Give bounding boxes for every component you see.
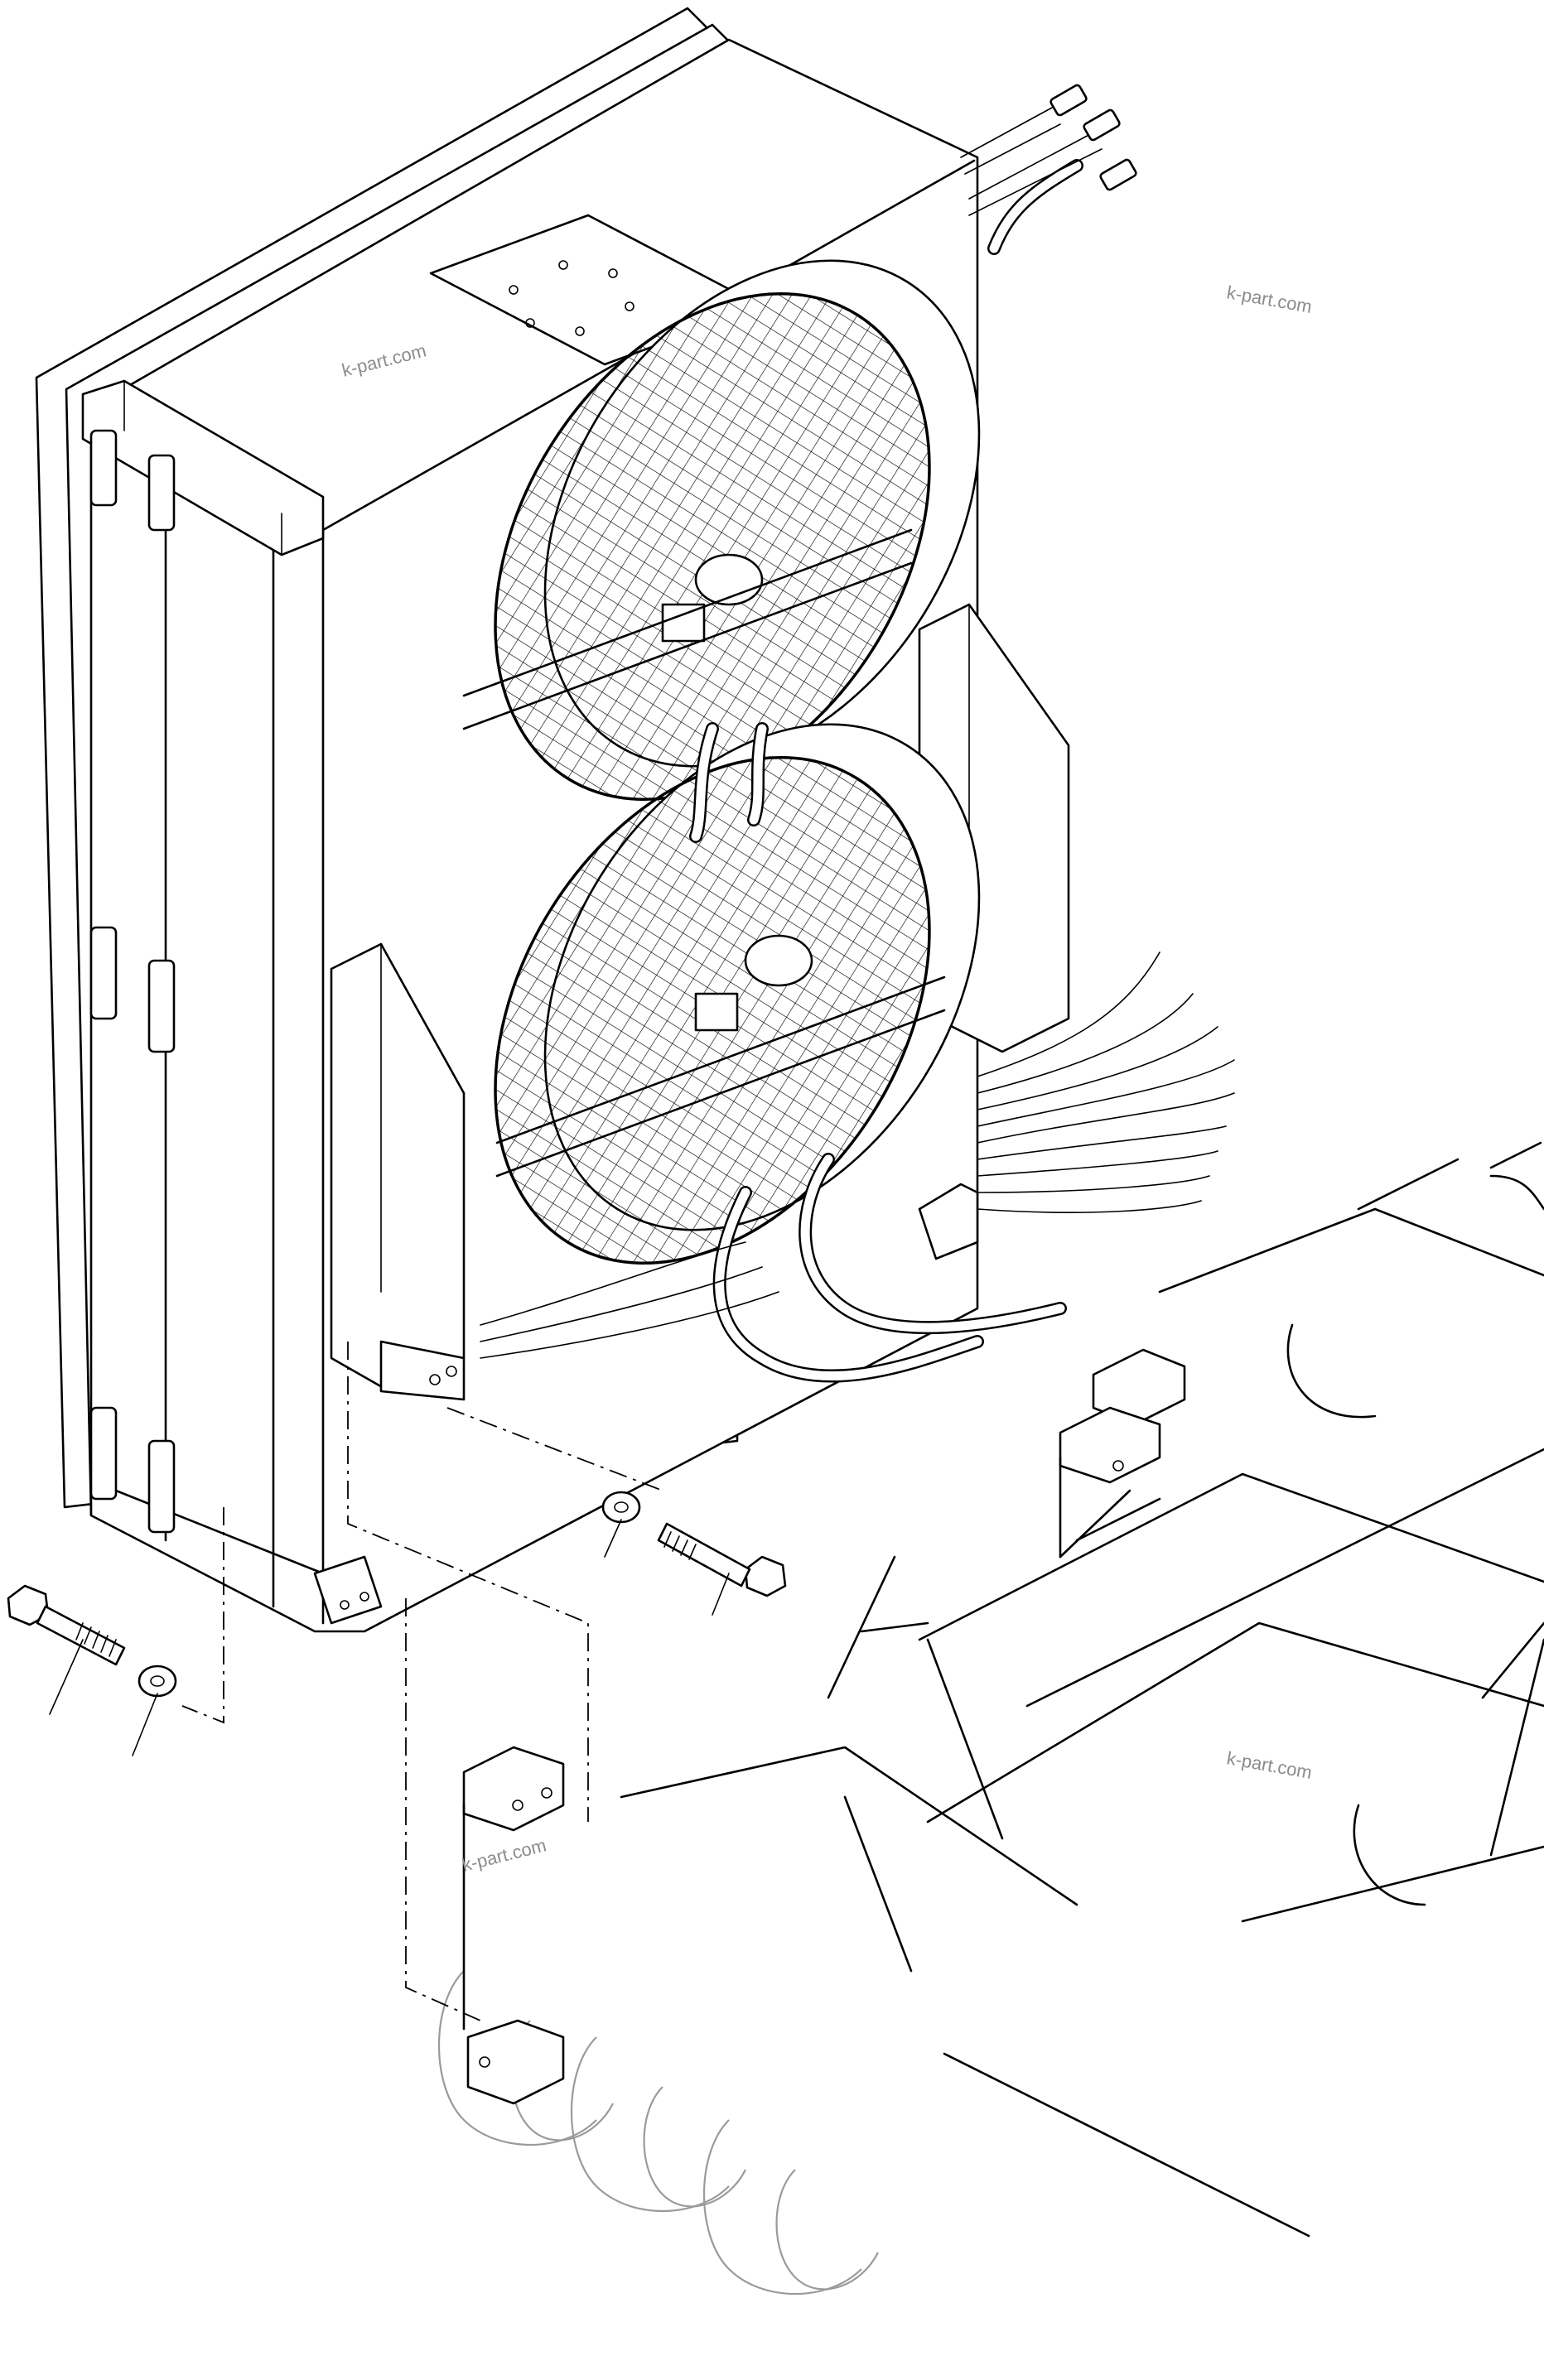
watermark-text: k-part.com	[460, 1834, 548, 1875]
washer-left	[138, 1665, 177, 1698]
upper-fan	[462, 259, 981, 801]
washer-right	[601, 1491, 641, 1524]
bolt-right	[657, 1522, 787, 1597]
bolt-left	[7, 1584, 126, 1666]
assembly-lines	[181, 1342, 663, 2021]
ghost-linkage	[438, 1970, 879, 2296]
lower-fan	[494, 723, 981, 1265]
hinge-plate	[81, 379, 325, 1534]
leader-lines	[49, 1519, 730, 1756]
machine-frame	[620, 1141, 1544, 2238]
wire-harness	[480, 952, 1235, 1359]
hoses	[689, 84, 1137, 1383]
mount-block-lower	[462, 1746, 565, 2105]
watermark-text: k-part.com	[1225, 282, 1314, 317]
mount-block-upper	[1059, 1348, 1186, 1559]
watermark-text: k-part.com	[1225, 1747, 1314, 1783]
